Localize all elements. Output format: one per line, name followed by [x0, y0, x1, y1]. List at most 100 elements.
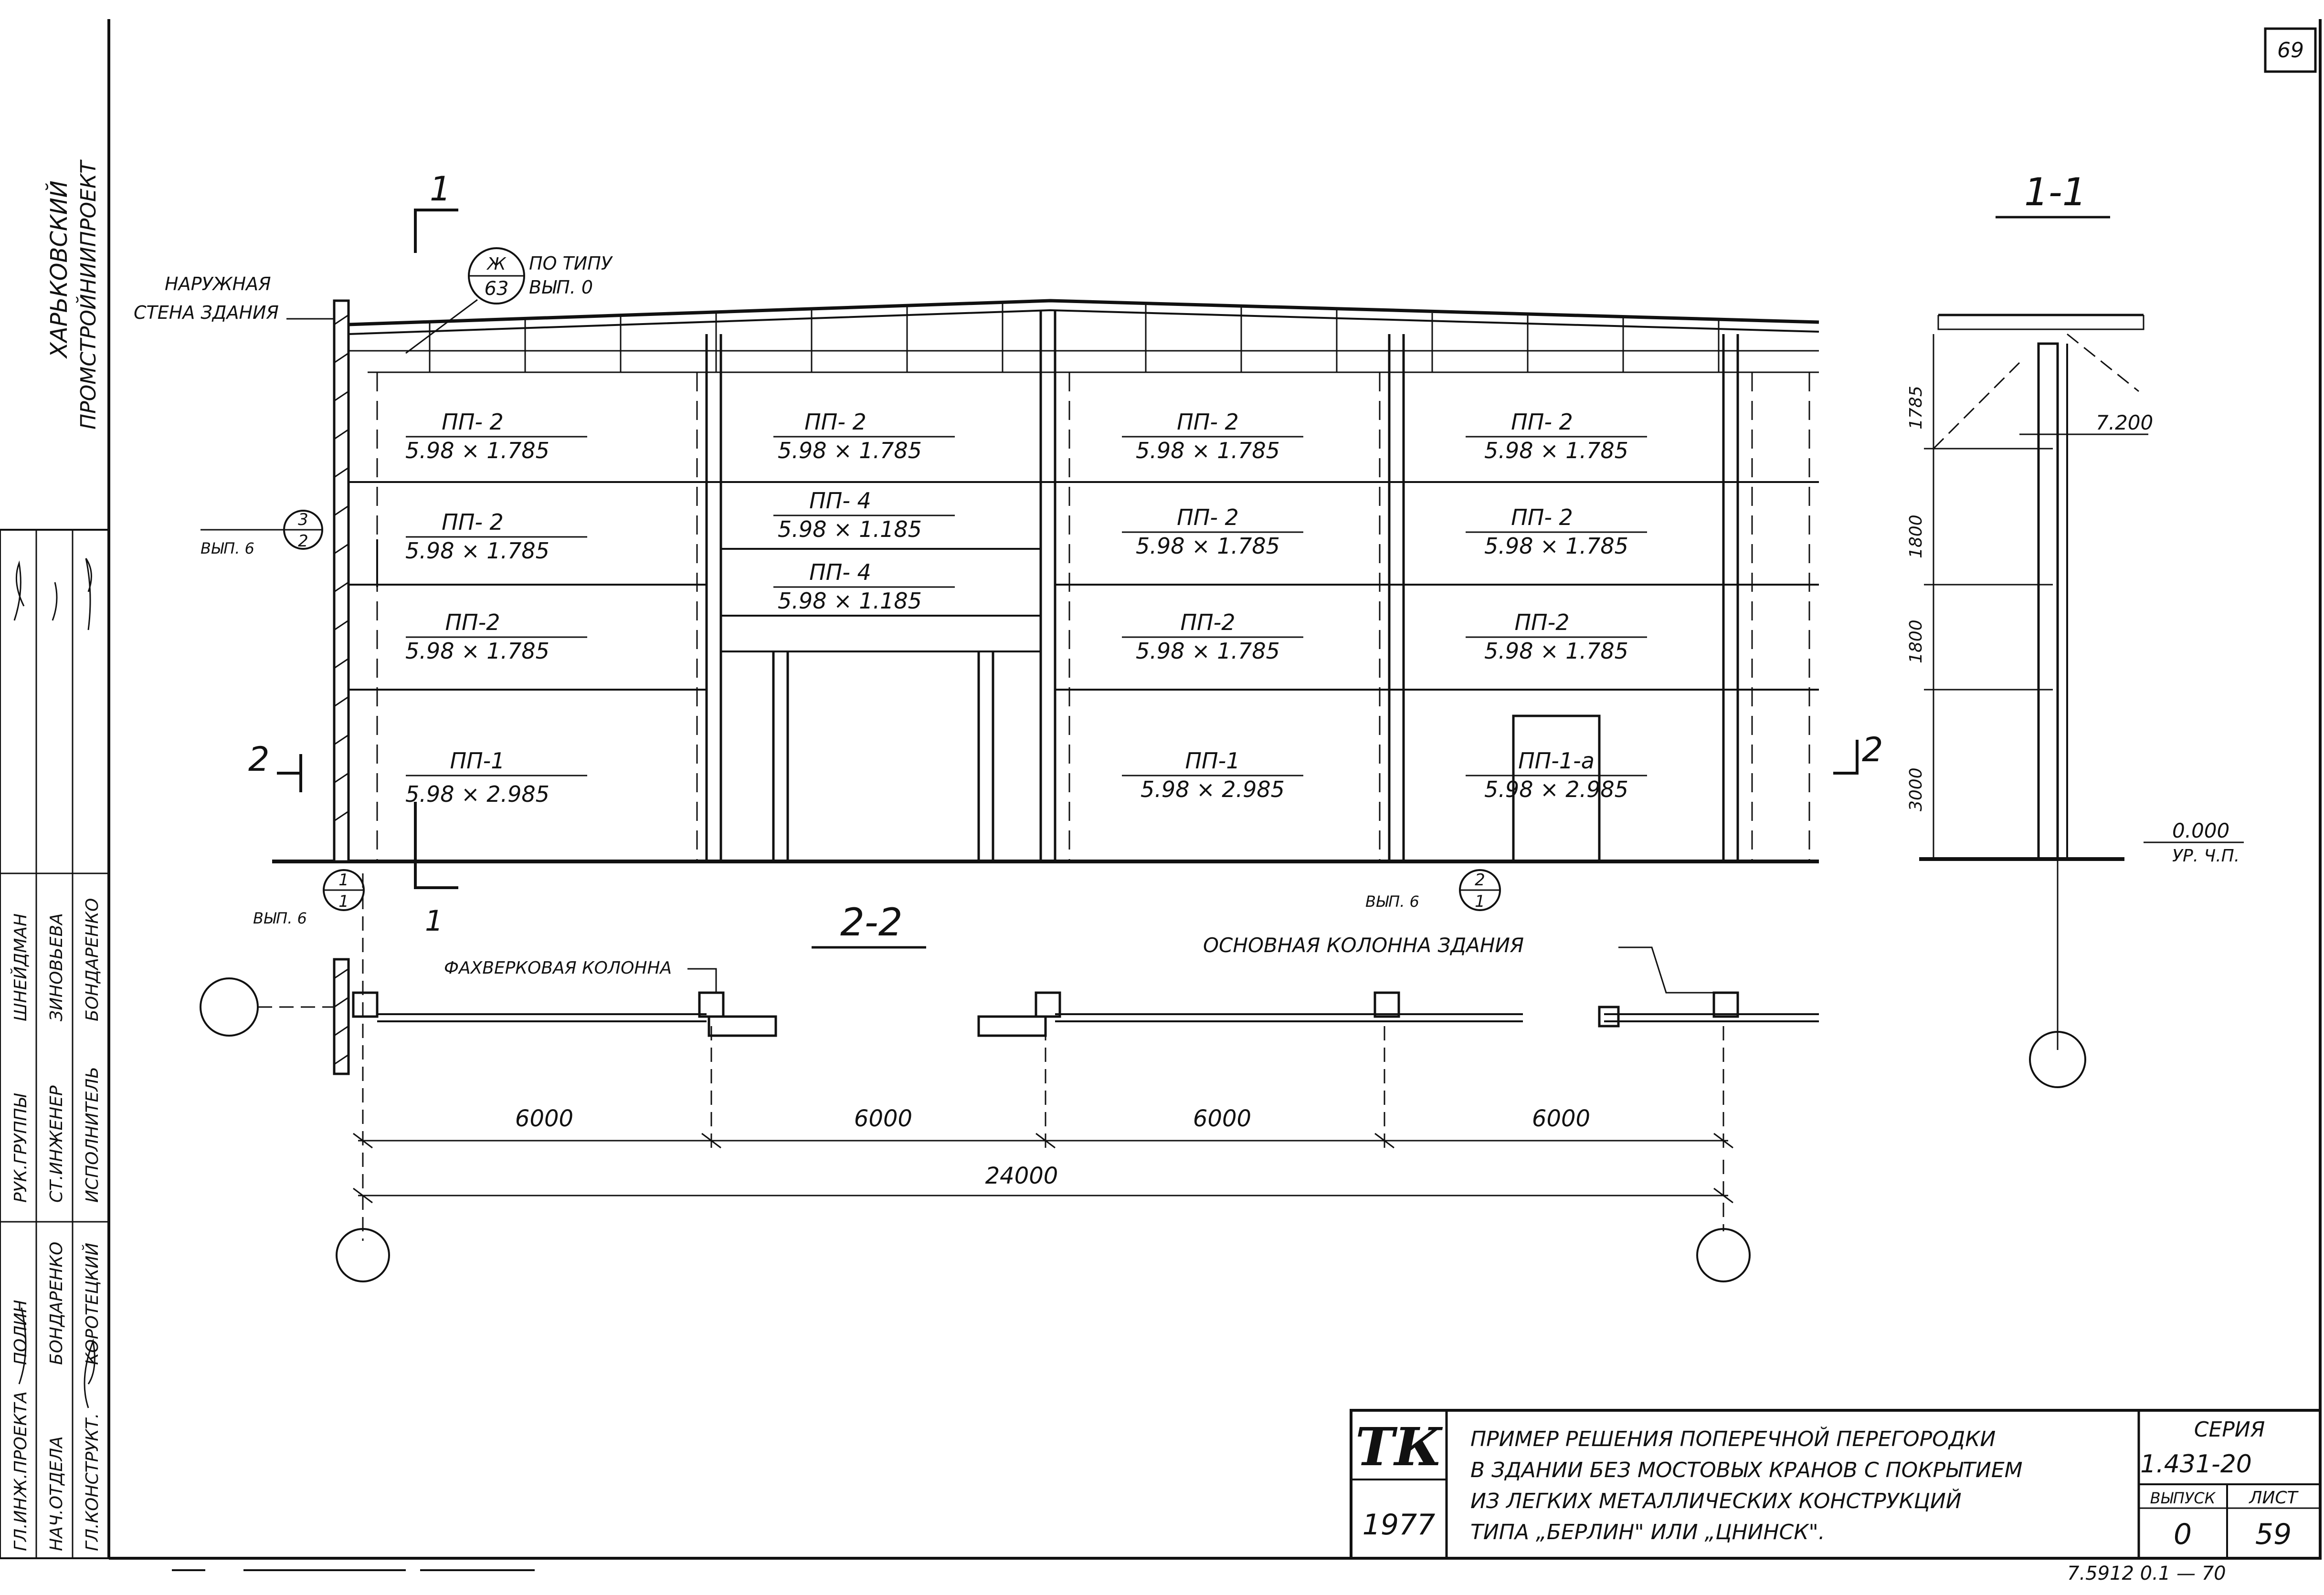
series-value: 1.431-20 — [2140, 1450, 2252, 1479]
cut-label-1-top: 1 — [430, 169, 451, 209]
panel-size: 5.98 × 1.785 — [778, 438, 922, 463]
title-year: 1977 — [1363, 1508, 1436, 1542]
panel-mark: ПП- 2 — [442, 409, 504, 435]
level-0000: 0.000 — [2172, 819, 2229, 842]
sig-row6-name: КОРОТЕЦКИЙ — [82, 1243, 102, 1365]
ref-top-issue: ВЫП. 0 — [529, 277, 593, 298]
ref-circle-bottom-left: 1 1 ВЫП. 6 — [253, 869, 365, 927]
ref-left-top: 3 — [298, 510, 308, 529]
series-label: СЕРИЯ — [2194, 1417, 2265, 1442]
dim-3000: 3000 — [1906, 767, 1926, 811]
section-1-1-title: 1-1 — [2024, 170, 2087, 214]
label-main-column: ОСНОВНАЯ КОЛОННА ЗДАНИЯ — [1203, 934, 1524, 957]
title-line-2: В ЗДАНИИ БЕЗ МОСТОВЫХ КРАНОВ С ПОКРЫТИЕМ — [1470, 1458, 2023, 1482]
panel-size: 5.98 × 1.785 — [1136, 438, 1280, 463]
dim-6000-1: 6000 — [515, 1105, 573, 1132]
dim-6000-2: 6000 — [854, 1105, 912, 1132]
panel-size: 5.98 × 1.785 — [1136, 638, 1280, 664]
title-line-3: ИЗ ЛЕГКИХ МЕТАЛЛИЧЕСКИХ КОНСТРУКЦИЙ — [1470, 1488, 1962, 1513]
panel-labels: ПП- 2 5.98 × 1.785 ПП- 2 5.98 × 1.785 ПП… — [405, 409, 1647, 807]
sig-row2-name: ЗИНОВЬЕВА — [47, 913, 66, 1021]
organization-line2: ПРОМСТРОЙНИИПРОЕКТ — [75, 159, 101, 430]
dim-24000: 24000 — [985, 1163, 1058, 1189]
dim-6000-4: 6000 — [1532, 1105, 1590, 1132]
panel-size: 5.98 × 1.785 — [405, 438, 549, 463]
panel-size: 5.98 × 1.185 — [778, 588, 922, 614]
elevation-view: 1 1 2 2 НАРУЖНАЯ СТЕНА ЗДАНИЯ Ж 63 ПО ТИ… — [134, 169, 1883, 938]
cut-label-1-bottom: 1 — [425, 904, 443, 938]
ref-top-letter: Ж — [486, 254, 507, 274]
dim-1800-b: 1800 — [1906, 619, 1926, 663]
ref-left-issue: ВЫП. 6 — [201, 539, 254, 557]
ref-circle-top: Ж 63 ПО ТИПУ ВЫП. 0 — [405, 247, 613, 354]
panel-mark: ПП-2 — [445, 609, 500, 635]
panel-mark: ПП- 2 — [1177, 504, 1239, 530]
signature-scribble — [84, 1338, 95, 1408]
signature-scribble — [85, 558, 92, 630]
title-line-4: ТИПА „БЕРЛИН" ИЛИ „ЦНИНСК". — [1470, 1520, 1825, 1544]
issue-label: ВЫПУСК — [2150, 1489, 2216, 1507]
ref-bl-bottom: 1 — [338, 892, 349, 911]
sig-row5-name: БОНДАРЕНКО — [47, 1242, 66, 1365]
dim-1785: 1785 — [1906, 386, 1926, 430]
panel-mark: ПП- 2 — [1511, 504, 1573, 530]
panel-size: 5.98 × 1.785 — [1484, 438, 1628, 463]
panel-size: 5.98 × 1.185 — [778, 516, 922, 542]
panel-mark: ПП-2 — [1514, 609, 1569, 635]
panel-mark: ПП-1-а — [1518, 748, 1595, 774]
exterior-wall-label-1: НАРУЖНАЯ — [165, 273, 271, 294]
dim-1800-a: 1800 — [1906, 514, 1926, 558]
panel-mark: ПП- 4 — [809, 559, 871, 585]
panel-size: 5.98 × 1.785 — [405, 638, 549, 664]
ref-bl-issue: ВЫП. 6 — [253, 909, 307, 927]
panel-size: 5.98 × 2.985 — [1484, 777, 1628, 802]
panel-mark: ПП- 2 — [442, 509, 504, 535]
panel-mark: ПП- 2 — [1511, 409, 1573, 435]
panel-mark: ПП-1 — [1185, 748, 1240, 774]
ref-top-number: 63 — [485, 278, 509, 300]
sig-row5-role: НАЧ.ОТДЕЛА — [47, 1436, 66, 1551]
sig-row2-role: СТ.ИНЖЕНЕР — [47, 1085, 66, 1203]
signature-block: РУК.ГРУППЫ ШНЕЙДМАН СТ.ИНЖЕНЕР ЗИНОВЬЕВА… — [0, 529, 110, 1559]
plan-2-2: 2-2 — [200, 873, 1819, 1282]
organization-stamp: ХАРЬКОВСКИЙ ПРОМСТРОЙНИИПРОЕКТ — [45, 159, 101, 430]
panel-mark: ПП-2 — [1180, 609, 1235, 635]
footer-note: 7.5912 0.1 — 70 — [2067, 1563, 2226, 1585]
panel-size: 5.98 × 1.785 — [405, 538, 549, 564]
panel-mark: ПП- 2 — [804, 409, 866, 435]
plan-2-2-title: 2-2 — [840, 900, 903, 944]
panel-mark: ПП-1 — [450, 748, 505, 774]
sig-row4-role: ГЛ.ИНЖ.ПРОЕКТА — [11, 1391, 31, 1551]
sig-row1-role: РУК.ГРУППЫ — [11, 1093, 31, 1203]
sheet-value: 59 — [2255, 1518, 2292, 1551]
exterior-wall-label-2: СТЕНА ЗДАНИЯ — [134, 302, 279, 323]
panel-size: 5.98 × 2.985 — [1141, 777, 1285, 802]
ref-br-issue: ВЫП. 6 — [1365, 892, 1419, 911]
panel-mark: ПП- 4 — [809, 488, 871, 514]
ref-bl-top: 1 — [338, 871, 349, 890]
title-line-1: ПРИМЕР РЕШЕНИЯ ПОПЕРЕЧНОЙ ПЕРЕГОРОДКИ — [1470, 1426, 1996, 1451]
sig-row1-name: ШНЕЙДМАН — [11, 913, 31, 1021]
signature-scribble — [18, 1307, 27, 1385]
section-1-1: 1-1 1785 1800 1800 3000 7.200 0.000 УР. … — [1906, 170, 2244, 1088]
sig-row4-name: ПОЛИН — [11, 1300, 31, 1365]
issue-value: 0 — [2174, 1518, 2192, 1551]
sig-row6-role: ГЛ.КОНСТРУКТ. — [83, 1413, 102, 1551]
ref-br-bottom: 1 — [1475, 892, 1485, 911]
panel-size: 5.98 × 2.985 — [405, 781, 549, 807]
cut-label-2-left: 2 — [248, 740, 270, 779]
ref-br-top: 2 — [1475, 871, 1485, 890]
panel-size: 5.98 × 1.785 — [1484, 638, 1628, 664]
level-zero-note: УР. Ч.П. — [2172, 846, 2239, 866]
sig-row3-name: БОНДАРЕНКО — [83, 898, 102, 1021]
title-block: ТК 1977 ПРИМЕР РЕШЕНИЯ ПОПЕРЕЧНОЙ ПЕРЕГО… — [1350, 1409, 2322, 1560]
sheet-number: 69 — [2277, 38, 2304, 63]
ref-circle-bottom-right: 2 1 ВЫП. 6 — [1365, 869, 1501, 911]
signature-scribble — [52, 582, 58, 621]
panel-mark: ПП- 2 — [1177, 409, 1239, 435]
dim-6000-3: 6000 — [1193, 1105, 1251, 1132]
organization-line1: ХАРЬКОВСКИЙ — [45, 180, 73, 359]
label-half-timber-column: ФАХВЕРКОВАЯ КОЛОННА — [444, 958, 672, 978]
ref-circle-left: 3 2 ВЫП. 6 — [201, 510, 378, 587]
